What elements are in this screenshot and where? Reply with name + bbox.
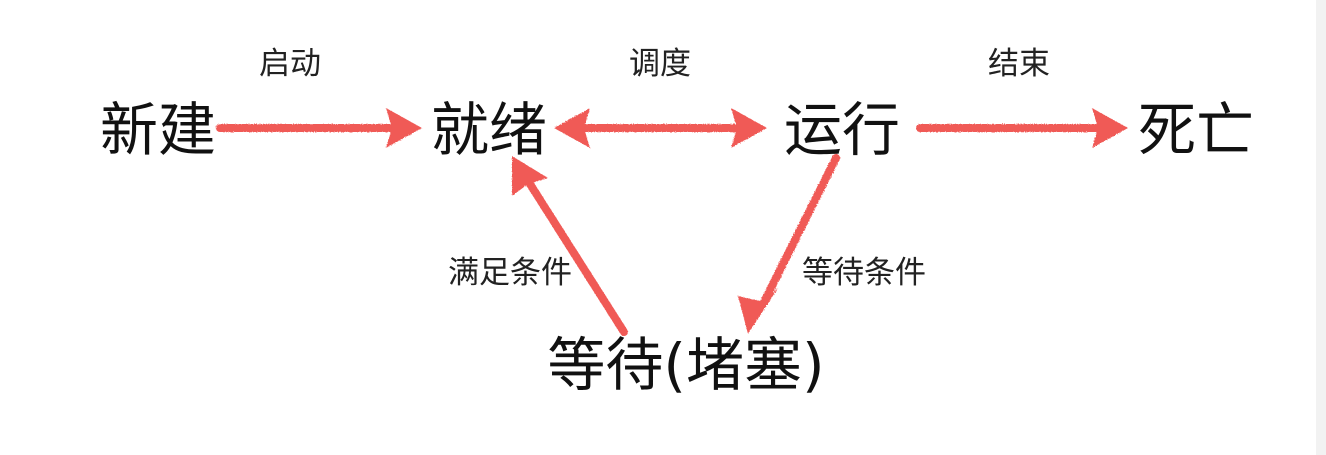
transition-start: 启动 bbox=[259, 46, 321, 82]
transition-schedule: 调度 bbox=[629, 46, 691, 82]
arrow-new-to-ready bbox=[216, 108, 422, 148]
transition-condition-met: 满足条件 bbox=[448, 255, 572, 291]
state-dead: 死亡 bbox=[1138, 96, 1254, 164]
state-running: 运行 bbox=[784, 96, 900, 164]
arrow-waiting-to-ready bbox=[512, 156, 628, 336]
arrow-running-to-waiting bbox=[738, 154, 840, 334]
state-new: 新建 bbox=[100, 96, 216, 164]
arrow-ready-running-head-left bbox=[554, 108, 590, 148]
state-waiting: 等待(堵塞) bbox=[547, 331, 824, 399]
arrow-running-to-waiting-line bbox=[760, 154, 840, 306]
arrow-ready-running bbox=[554, 108, 767, 148]
arrows bbox=[216, 108, 1128, 336]
state-ready: 就绪 bbox=[431, 96, 547, 164]
arrow-waiting-to-ready-line bbox=[526, 180, 628, 336]
arrow-running-to-dead-head bbox=[1092, 108, 1128, 148]
arrow-ready-running-head-right bbox=[731, 108, 767, 148]
arrow-running-to-waiting-head bbox=[738, 288, 778, 334]
transition-finish: 结束 bbox=[988, 46, 1050, 82]
arrow-running-to-dead bbox=[916, 108, 1128, 148]
right-scroll-strip bbox=[1316, 0, 1326, 455]
arrow-waiting-to-ready-head bbox=[512, 156, 548, 196]
transition-wait-condition: 等待条件 bbox=[802, 255, 926, 291]
arrow-new-to-ready-head bbox=[386, 108, 422, 148]
